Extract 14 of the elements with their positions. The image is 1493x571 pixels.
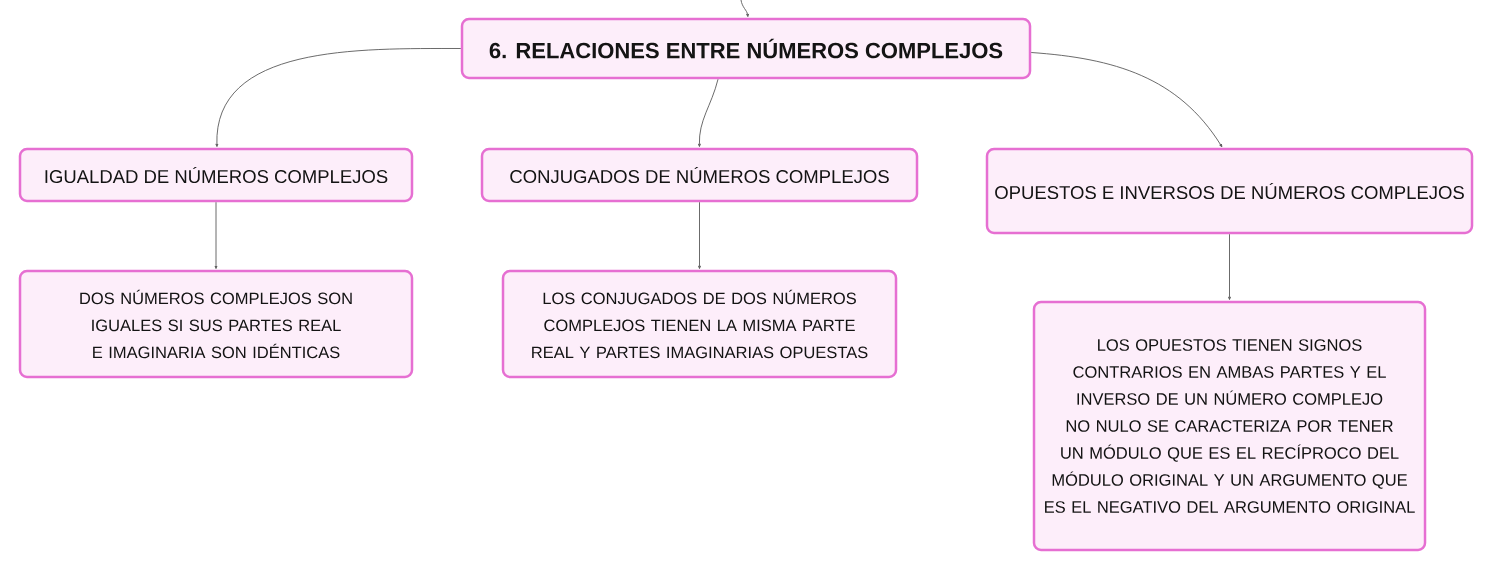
- subtopic-box: IGUALDAD DE NÚMEROS COMPLEJOS: [18, 147, 414, 203]
- arrow: [698, 201, 701, 270]
- description-box: LOS OPUESTOS TIENEN SIGNOS CONTRARIOS EN AMBAS PARTES Y EL INVERSO DE UN NÚMERO COMPLEJO NO NULO SE CARACTERIZA POR TENER UN MÓDULO QUE ES EL RECÍPROCO DEL MÓDULO ORIGINAL Y UN ARGUMENTO QUE ES EL NEGATIVO DEL ARGUMENTO ORIGINAL: [1032, 300, 1427, 552]
- arrow: [1030, 52, 1223, 148]
- topic-box: 6. RELACIONES ENTRE NÚMEROS COMPLEJOS: [460, 17, 1032, 80]
- arrow: [697, 78, 719, 148]
- arrow: [740, 0, 749, 18]
- arrow: [214, 201, 218, 270]
- description-box: DOS NÚMEROS COMPLEJOS SON IGUALES SI SUS PARTES REAL E IMAGINARIA SON IDÉNTICAS: [18, 269, 414, 379]
- subtopic-box: OPUESTOS E INVERSOS DE NÚMEROS COMPLEJOS: [985, 147, 1474, 235]
- description-box: LOS CONJUGADOS DE DOS NÚMEROS COMPLEJOS TIENEN LA MISMA PARTE REAL Y PARTES IMAGINARIAS OPUESTAS: [501, 269, 898, 379]
- arrow: [215, 48, 462, 148]
- subtopic-box: CONJUGADOS DE NÚMEROS COMPLEJOS: [480, 147, 919, 203]
- arrow: [1228, 233, 1231, 301]
